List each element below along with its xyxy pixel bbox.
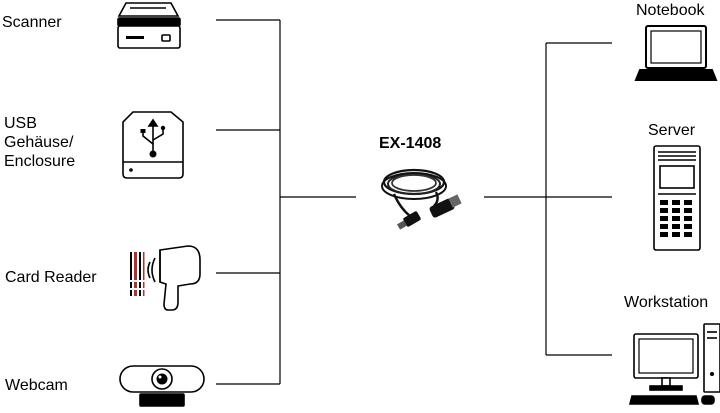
connector-lines bbox=[216, 19, 612, 385]
hub-title: EX-1408 bbox=[379, 135, 442, 152]
device-label-server: Server bbox=[648, 122, 696, 139]
device-label-notebook: Notebook bbox=[636, 2, 705, 19]
usb-enclosure-icon bbox=[122, 111, 184, 179]
workstation-icon bbox=[628, 323, 720, 405]
device-label-usb-enclosure: USB Gehäuse/ Enclosure bbox=[4, 115, 76, 170]
device-label-card-reader: Card Reader bbox=[5, 269, 97, 286]
card-reader-icon bbox=[130, 245, 201, 311]
webcam-icon bbox=[119, 365, 205, 407]
usb-extension-cable-icon bbox=[381, 168, 462, 230]
device-label-scanner: Scanner bbox=[2, 14, 62, 31]
device-label-webcam: Webcam bbox=[5, 377, 68, 394]
server-icon bbox=[653, 145, 701, 251]
scanner-icon bbox=[117, 2, 181, 49]
notebook-icon bbox=[634, 25, 718, 81]
device-label-workstation: Workstation bbox=[624, 294, 709, 311]
